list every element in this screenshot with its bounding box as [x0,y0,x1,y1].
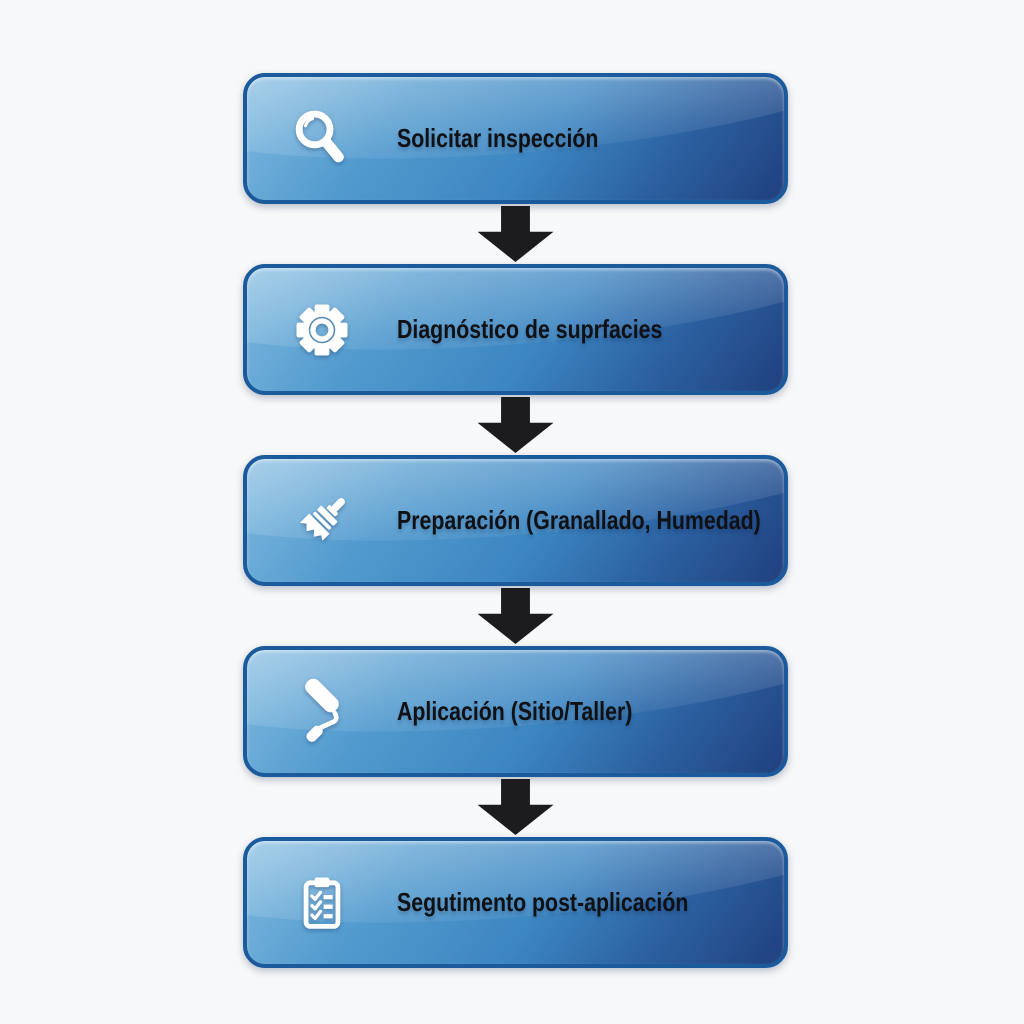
step-aplicacion: Aplicación (Sitio/Taller) [243,646,788,777]
down-arrow-icon [477,779,554,835]
down-arrow-icon [477,397,554,453]
step-solicitar-inspeccion: Solicitar inspección [243,73,788,204]
flow-step-label: Segutimento post-aplicación [397,887,689,918]
down-arrow-icon [477,206,554,262]
flow-connector [243,204,788,264]
flow-step-label: Preparación (Granallado, Humedad) [397,505,761,536]
flow-step-label: Solicitar inspección [397,123,599,154]
magnifier-icon [247,105,397,173]
down-arrow-icon [477,588,554,644]
step-seguimiento: Segutimento post-aplicación [243,837,788,968]
paint-roller-icon [247,678,397,746]
flow-step-label: Diagnóstico de suprfacies [397,314,663,345]
paintbrush-icon [247,487,397,555]
flow-connector [243,395,788,455]
step-diagnostico-superficies: Diagnóstico de suprfacies [243,264,788,395]
clipboard-checklist-icon [247,869,397,937]
gear-icon [247,296,397,364]
flow-connector [243,777,788,837]
step-preparacion: Preparación (Granallado, Humedad) [243,455,788,586]
flow-step-label: Aplicación (Sitio/Taller) [397,696,633,727]
flow-connector [243,586,788,646]
process-flow: Solicitar inspección [243,73,788,968]
